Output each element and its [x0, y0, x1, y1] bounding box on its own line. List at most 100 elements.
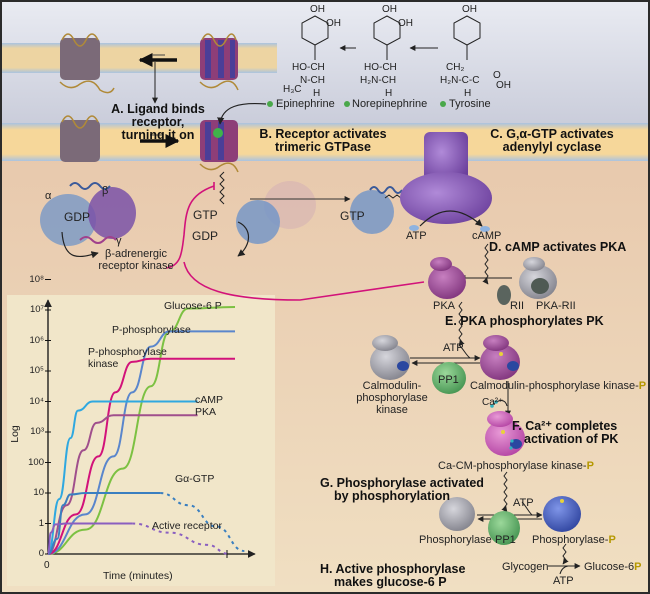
phosphate-tag: P: [638, 380, 647, 392]
series-line-p-phosphorylase: [47, 330, 235, 555]
step-c-line2: adenylyl cyclase: [502, 140, 602, 154]
y-tick-label: 0: [38, 548, 44, 559]
calmodulin-phosphorylase-kinase: [370, 335, 410, 380]
bark-line2: receptor kinase: [98, 260, 174, 272]
pp1-enzyme-bottom: [488, 511, 520, 545]
tyr-h: H: [464, 88, 472, 99]
y-tick-label: 10⁸: [29, 273, 44, 285]
norepinephrine-icon: [344, 101, 350, 107]
pp1-label-bottom: PP1: [495, 534, 516, 546]
tyrosine-structure: [453, 15, 481, 60]
step-f-caption: F. Ca²⁺ completes activation of PK: [512, 420, 618, 446]
epi-h3c: H₃C: [283, 84, 302, 95]
series-label: Glucose-6 P: [164, 300, 222, 312]
norepi-oh-2: OH: [398, 18, 413, 29]
phosphate-tag: P: [634, 561, 642, 573]
pka-label: PKA: [433, 300, 456, 312]
step-g-caption: G. Phosphorylase activated by phosphoryl…: [320, 477, 484, 503]
tyrosine-label: Tyrosine: [449, 98, 491, 110]
series-line-glucose-6-p: [47, 305, 236, 555]
adenylyl-cyclase: [400, 132, 492, 224]
norepi-oh-1: OH: [382, 4, 397, 15]
epi-hoch: HO-CH: [292, 62, 325, 73]
epi-oh-1: OH: [310, 4, 325, 15]
step-f-line1: F. Ca²⁺ completes: [512, 419, 618, 433]
step-a-line2: receptor,: [131, 115, 185, 129]
step-c-caption: C. G,α-GTP activates adenylyl cyclase: [478, 128, 626, 154]
gtp-label-middle: GTP: [193, 208, 218, 222]
tyr-oh-acid: OH: [496, 80, 511, 91]
camp-label: cAMP: [472, 230, 502, 242]
step-c-line1: C. G,α-GTP activates: [490, 127, 614, 141]
tyr-ch2: CH₂: [446, 62, 465, 73]
glycogen-label: Glycogen: [502, 561, 549, 573]
series-line-g-gtp: [47, 491, 161, 555]
step-f-line2: activation of PK: [524, 432, 619, 446]
series-decay-g-gtp: [160, 492, 245, 552]
amplification-chart: [44, 279, 256, 558]
cm-pk-p-text: Calmodulin-phosphorylase kinase-: [470, 380, 639, 392]
step-b-line2: trimeric GTPase: [275, 140, 371, 154]
atp-input-arrow-3: [559, 565, 569, 575]
phosphorylase-label: Phosphorylase: [419, 534, 492, 546]
atp-to-camp-arrow: [419, 210, 483, 227]
norepinephrine-label: Norepinephrine: [352, 98, 428, 110]
y-tick-label: 10: [33, 487, 44, 498]
bark-label: β-adrenergic receptor kinase: [96, 248, 176, 272]
gdp-label-left: GDP: [64, 210, 91, 224]
atp-label-phosphorylase: ATP: [513, 497, 534, 509]
step-a-caption: A. Ligand binds receptor, turning it on: [108, 103, 208, 142]
step-g-line1: G. Phosphorylase activated: [320, 476, 484, 490]
calcium-ion: [490, 404, 494, 408]
glucose-6p-text: Glucose-6: [584, 561, 635, 573]
kinase-squiggle-arrow: [501, 471, 508, 513]
series-label: P-phosphorylase: [112, 324, 191, 336]
bark-line1: β-adrenergic: [105, 248, 167, 260]
series-line-p-phosphorylase-kinase: [47, 357, 235, 555]
rii-label: RII: [510, 300, 525, 312]
y-tick-label: 10⁵: [29, 365, 44, 376]
series-label: P-phosphorylase kinase: [88, 346, 167, 370]
step-b-line1: B. Receptor activates: [259, 127, 387, 141]
g-alpha-gdp-middle: [236, 200, 280, 244]
g-protein-heterotrimer: [40, 182, 136, 246]
gamma-subunit-label: γ: [116, 235, 122, 247]
gdp-label-middle: GDP: [192, 229, 219, 243]
tyr-o: O: [493, 70, 501, 81]
epi-h: H: [313, 88, 321, 99]
camp-molecule: [480, 226, 490, 232]
camp-squiggle-arrow: [482, 243, 489, 285]
step-g-line2: by phosphorylation: [334, 489, 450, 503]
series-label: PKA: [195, 406, 217, 418]
series-label: cAMP: [195, 394, 224, 406]
y-tick-label: 10⁶: [29, 334, 44, 346]
ligand-binding-arrow: [217, 102, 267, 125]
y-axis-label: Log: [8, 425, 21, 443]
phosphate-tag: P: [586, 460, 594, 472]
pp1-label-top: PP1: [438, 374, 459, 386]
step-b-caption: B. Receptor activates trimeric GTPase: [258, 128, 388, 154]
alpha-subunit-label: α: [45, 190, 52, 202]
pka-feedback-line: [183, 261, 425, 301]
g-alpha-gtp: [350, 186, 403, 234]
atp-label-cyclase: ATP: [406, 230, 427, 242]
receptor-active-top: [199, 33, 239, 91]
glucose-6p-label: Glucose-6P: [584, 561, 641, 573]
pka-enzyme: [428, 257, 466, 299]
phosphorylase-p-label: Phosphorylase-P: [532, 534, 616, 546]
y-tick-label: 100: [28, 456, 44, 468]
cm-pk-line1: Calmodulin-: [362, 380, 422, 392]
epi-oh-2: OH: [326, 18, 341, 29]
tyrosine-icon: [440, 101, 446, 107]
bark-inhibition-line: [165, 185, 215, 269]
receptor-activation-squiggle: [219, 171, 225, 205]
tyr-h2nc: H₂N-C-C: [440, 75, 480, 86]
phosphorylase-p-enzyme: [543, 496, 581, 532]
step-a-line1: A. Ligand binds: [111, 102, 205, 116]
epi-nch: N-CH: [300, 75, 325, 86]
gdp-to-bark-arrow: [61, 231, 99, 259]
gtp-gdp-exchange-arrow: [237, 221, 250, 257]
gtp-label-cyclase: GTP: [340, 209, 365, 223]
